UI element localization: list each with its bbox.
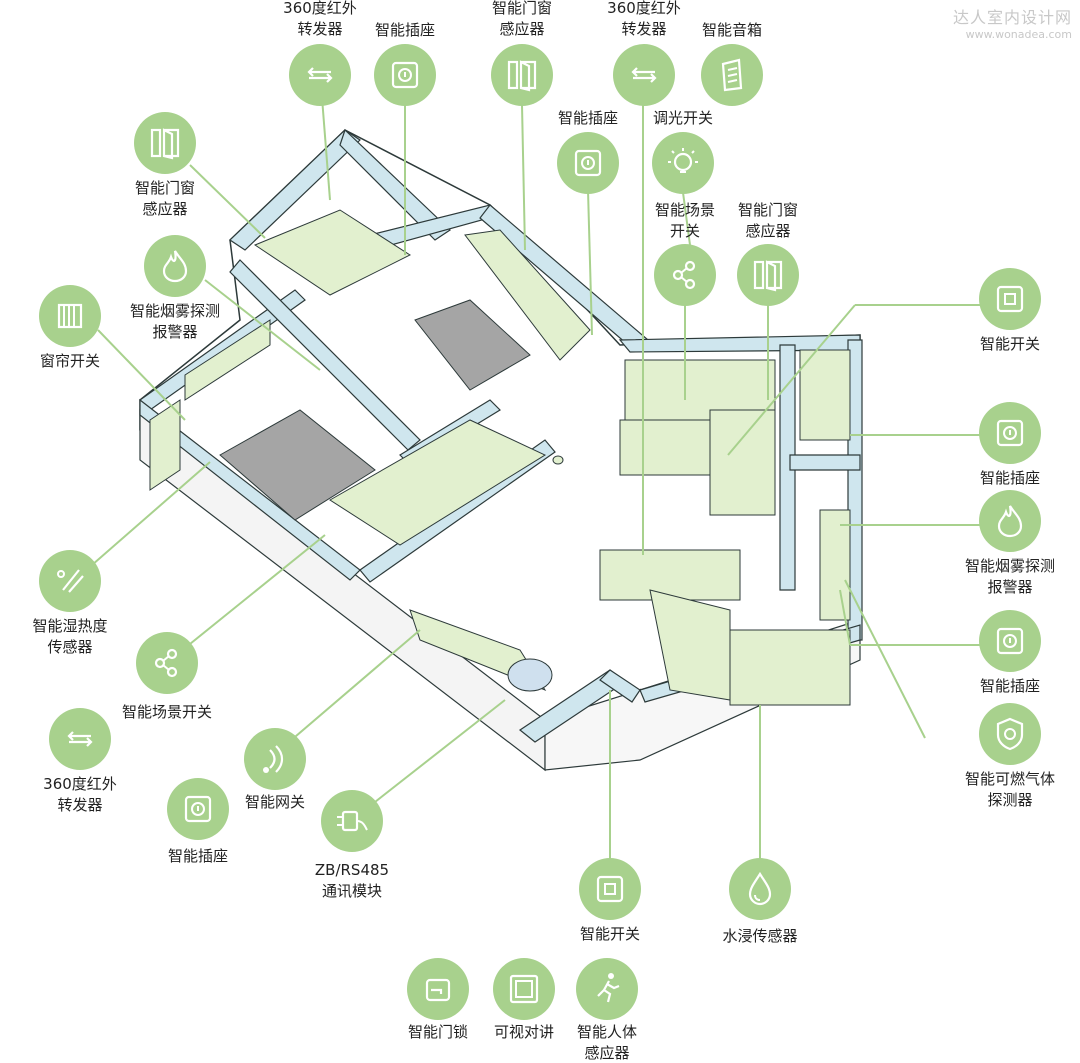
scene-switch-icon: [654, 244, 716, 306]
watermark-title: 达人室内设计网: [952, 8, 1072, 27]
device-label: 智能网关: [244, 793, 305, 811]
right-kitchen: [819, 509, 851, 621]
socket-icon: [557, 132, 619, 194]
device-label: 智能场景 开关: [654, 201, 715, 240]
right-cabinet: [799, 349, 851, 441]
lamp: [552, 455, 564, 465]
humidity-icon: [39, 550, 101, 612]
kitchen-counter: [599, 549, 741, 601]
wall-shelf: [184, 319, 271, 401]
bath-fixtures: [729, 629, 851, 706]
round-table: [507, 658, 553, 692]
door-window-sensor-icon: [737, 244, 799, 306]
gas-shield-icon: [979, 703, 1041, 765]
scene-switch-icon: [136, 632, 198, 694]
device-label: 智能人体 感应器: [576, 1023, 637, 1062]
gateway-icon: [244, 728, 306, 790]
watermark-url: www.wonadea.com: [965, 28, 1072, 41]
bed-left: [219, 409, 376, 521]
socket-icon: [979, 402, 1041, 464]
socket-icon: [167, 778, 229, 840]
device-label: 智能插座: [557, 109, 618, 127]
plug-module-icon: [321, 790, 383, 852]
desk-top-room: [464, 229, 591, 361]
device-label: 智能门窗 感应器: [491, 0, 552, 38]
wall-cap-2: [339, 128, 451, 241]
curtain-icon: [39, 285, 101, 347]
ir-transmitter-icon: [49, 708, 111, 770]
device-label: 水浸传感器: [722, 927, 798, 945]
device-label: 智能烟雾探测 报警器: [964, 557, 1055, 596]
sofa-seat: [619, 419, 711, 476]
ir-transmitter-icon: [289, 44, 351, 106]
motion-sensor-icon: [576, 958, 638, 1020]
device-label: 智能音箱: [701, 21, 762, 39]
left-wardrobe: [149, 399, 181, 491]
water-drop-icon: [729, 858, 791, 920]
device-label: 360度红外 转发器: [283, 0, 357, 38]
device-label: 智能门窗 感应器: [737, 201, 798, 240]
device-label: 可视对讲: [493, 1023, 554, 1041]
wall-cap-5: [618, 334, 861, 353]
wall-cap-16: [789, 454, 861, 471]
wall-cap-15: [779, 344, 796, 591]
device-label: 智能门窗 感应器: [134, 179, 195, 218]
intercom-icon: [493, 958, 555, 1020]
device-label: 智能可燃气体 探测器: [964, 770, 1055, 809]
device-label: 窗帘开关: [39, 352, 100, 370]
device-label: 360度红外 转发器: [607, 0, 681, 38]
device-label: ZB/RS485 通讯模块: [314, 861, 390, 900]
device-label: 调光开关: [652, 109, 713, 127]
cabinet-top-left: [253, 209, 412, 296]
bed-top: [414, 299, 531, 391]
switch-icon: [579, 858, 641, 920]
device-label: 智能开关: [979, 335, 1040, 353]
chaise: [709, 409, 776, 516]
switch-icon: [979, 268, 1041, 330]
socket-icon: [979, 610, 1041, 672]
door-window-sensor-icon: [491, 44, 553, 106]
device-label: 智能插座: [979, 469, 1040, 487]
device-label: 智能插座: [374, 21, 435, 39]
watermark: 达人室内设计网 www.wonadea.com: [953, 4, 1072, 41]
device-label: 智能湿热度 传感器: [32, 617, 108, 656]
device-label: 智能烟雾探测 报警器: [129, 302, 220, 341]
device-label: 360度红外 转发器: [43, 775, 117, 814]
speaker-icon: [701, 44, 763, 106]
device-label: 智能开关: [579, 925, 640, 943]
device-label: 智能插座: [979, 677, 1040, 695]
flame-icon: [144, 235, 206, 297]
device-label: 智能场景开关: [121, 703, 212, 721]
door-lock-icon: [407, 958, 469, 1020]
dimmer-bulb-icon: [652, 132, 714, 194]
socket-icon: [374, 44, 436, 106]
corridor-cabinet: [329, 419, 547, 546]
flame-icon: [979, 490, 1041, 552]
ir-transmitter-icon: [613, 44, 675, 106]
device-label: 智能插座: [167, 847, 228, 865]
device-label: 智能门锁: [407, 1023, 468, 1041]
wall-cap-13: [599, 669, 641, 703]
door-window-sensor-icon: [134, 112, 196, 174]
